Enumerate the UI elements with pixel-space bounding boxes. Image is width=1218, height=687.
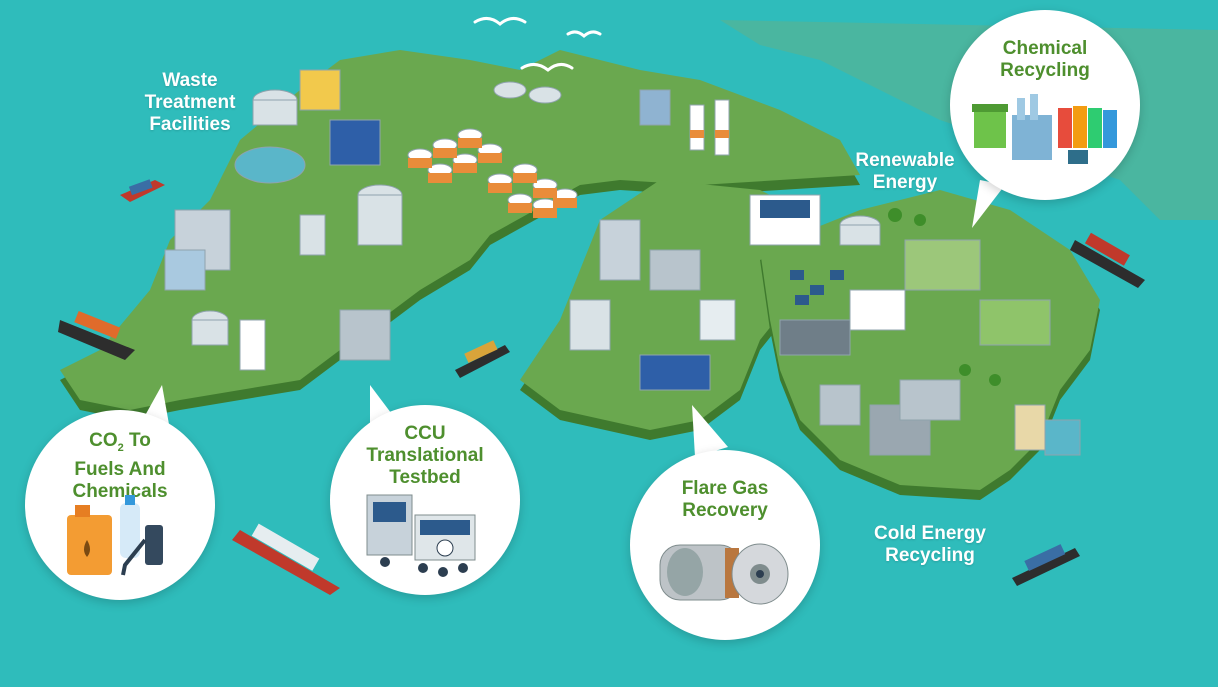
ship — [1012, 544, 1080, 586]
label-renewable-energy: Renewable Energy — [855, 150, 955, 193]
compressor-skid — [639, 354, 711, 391]
callout-tail — [972, 180, 1005, 228]
callout-chemical-recycling: Chemical Recycling — [950, 10, 1140, 200]
label-cold-energy-recycling: Cold Energy Recycling — [874, 523, 986, 566]
callout-title: CO2 To Fuels And Chemicals — [72, 430, 168, 502]
callout-ccu-testbed: CCU Translational Testbed — [330, 405, 520, 595]
ship — [120, 179, 165, 202]
callout-flare-gas-recovery: Flare Gas Recovery — [630, 450, 820, 640]
facilities — [164, 69, 1081, 456]
fuel-can-icon — [67, 495, 163, 576]
central-peninsula — [520, 180, 820, 440]
ships — [58, 179, 1145, 595]
recycling-plant-icon — [972, 94, 1117, 164]
seagulls — [473, 17, 602, 72]
callout-title: Chemical Recycling — [1000, 38, 1090, 81]
treatment-building — [329, 119, 381, 166]
label-waste-treatment: Waste Treatment Facilities — [144, 70, 236, 135]
compressor-icon — [659, 543, 789, 605]
callout-co2-to-fuels: CO2 To Fuels And Chemicals — [25, 410, 215, 600]
co2-capture-unit-icon — [366, 494, 476, 577]
ship — [58, 310, 135, 360]
callout-title: Flare Gas Recovery — [681, 478, 769, 521]
clarifier-tank — [234, 146, 306, 184]
ship — [455, 340, 510, 378]
callout-tail — [692, 405, 728, 457]
callout-title: CCU Translational Testbed — [366, 423, 484, 488]
ship — [232, 523, 340, 595]
ship — [1070, 232, 1145, 288]
